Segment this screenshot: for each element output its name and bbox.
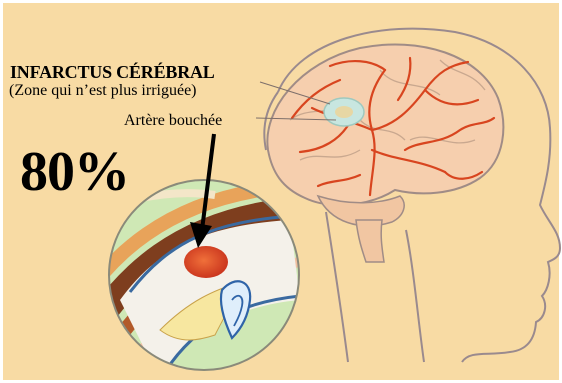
magnified-artery-view — [70, 180, 300, 383]
percentage-label: 80% — [20, 140, 129, 204]
brain-stem — [356, 220, 384, 262]
blocked-artery-label: Artère bouchée — [124, 112, 222, 130]
infarct-zone — [324, 98, 364, 126]
brain — [267, 44, 503, 262]
infarct-subtitle: (Zone qui n’est plus irriguée) — [9, 82, 197, 100]
infarct-title: INFARCTUS CÉRÉBRAL — [10, 62, 215, 83]
